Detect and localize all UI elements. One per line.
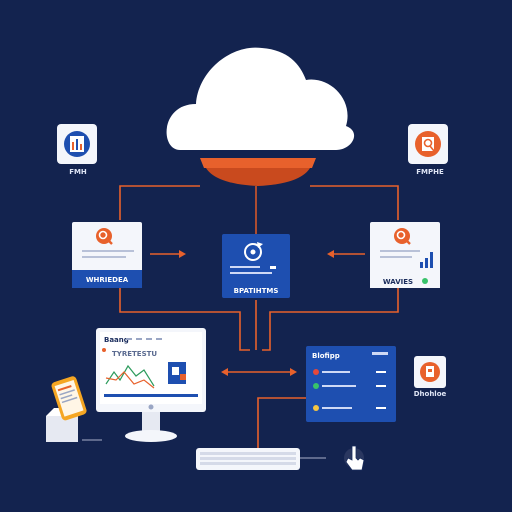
left-card-label: WHRIEDEA	[86, 276, 129, 284]
center-card-text-line	[230, 272, 272, 274]
right-card-text-line	[380, 250, 420, 252]
connector-cloud-left	[119, 185, 200, 220]
arrow-head-right-center	[327, 250, 334, 258]
monitor-nav-dots	[126, 338, 162, 340]
arrow-head-left-center	[179, 250, 186, 258]
arrow-head-dashboard	[290, 368, 297, 376]
dashboard-panel: Blofipp	[306, 346, 396, 422]
connector-left-down	[119, 288, 250, 351]
monitor-footer-bar	[104, 394, 198, 397]
search-magnifier-icon	[96, 228, 113, 245]
monitor-base	[125, 430, 177, 442]
document-tag-icon	[168, 362, 186, 384]
center-card: BPATIHTMS	[222, 234, 290, 298]
keyboard-icon	[196, 448, 300, 470]
connector-right-down	[262, 288, 399, 351]
connector-arrowheads	[179, 250, 334, 376]
center-card-text-line	[230, 266, 260, 268]
top-right-node: FMPHE	[408, 124, 448, 176]
center-card-label: BPATIHTMS	[234, 287, 279, 295]
dashboard-rows	[313, 369, 386, 411]
top-right-label: FMPHE	[416, 168, 444, 176]
document-chart-icon	[64, 131, 90, 157]
top-left-node: FMH	[57, 124, 97, 176]
refresh-sync-icon	[244, 242, 263, 261]
storage-box	[46, 416, 78, 442]
monitor-line-chart	[105, 364, 155, 389]
lower-right-node: Dhohloe	[414, 356, 447, 398]
right-card-footer	[370, 272, 440, 288]
dashboard-status-dot-red	[313, 369, 319, 375]
tag-icon	[420, 362, 440, 382]
mobile-device	[46, 376, 102, 442]
magnifier-document-icon	[415, 131, 441, 157]
dashboard-status-dot-yellow	[313, 405, 319, 411]
right-card-bar-chart	[420, 252, 433, 268]
dashboard-status-dot-green	[313, 383, 319, 389]
left-card-text-line	[82, 250, 134, 252]
lower-right-label: Dhohloe	[414, 390, 447, 398]
cloud-icon	[166, 47, 355, 186]
top-left-label: FMH	[69, 168, 87, 176]
keyboard-keys	[200, 452, 296, 465]
search-magnifier-icon	[394, 228, 411, 245]
phone-icon	[51, 376, 87, 421]
arrow-head-monitor	[221, 368, 228, 376]
desktop-monitor: Baang TYRETESTU	[96, 328, 206, 442]
connector-dashboard-keyboard	[257, 397, 306, 448]
right-card-text-line	[380, 256, 412, 258]
hand-cursor-icon	[344, 445, 365, 471]
right-card-label: WAVIES	[383, 278, 413, 286]
center-card-mini-glyph	[270, 266, 276, 269]
connector-cloud-right	[310, 185, 399, 220]
right-card-status-dot	[422, 278, 428, 284]
dashboard-header-pill	[372, 352, 388, 355]
left-card: WHRIEDEA	[72, 222, 142, 288]
monitor-neck	[142, 412, 160, 432]
right-card: WAVIES	[370, 222, 440, 288]
monitor-header-text: Baang	[104, 336, 129, 344]
left-card-text-line	[82, 256, 126, 258]
connector-lines	[119, 185, 399, 448]
apple-logo-icon	[148, 404, 154, 410]
left-card-footer	[72, 270, 142, 288]
dashboard-title: Blofipp	[312, 352, 340, 360]
monitor-subheader-text: TYRETESTU	[112, 350, 157, 358]
monitor-accent-dot	[102, 348, 106, 352]
